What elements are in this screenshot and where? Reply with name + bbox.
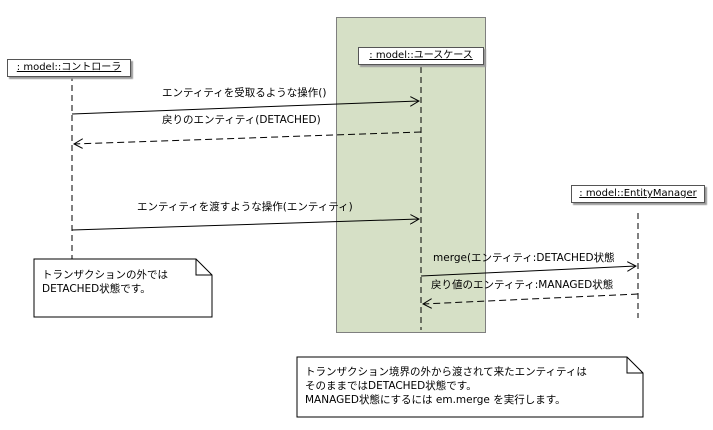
bottom-note-line-2: そのままではDETACHED状態です。 bbox=[305, 380, 477, 392]
controller-lifeline-head: : model::コントローラ bbox=[7, 59, 131, 77]
bottom-note-line-1: トランザクション境界の外から渡されて来たエンティティは bbox=[305, 366, 587, 378]
bottom-note: トランザクション境界の外から渡されて来たエンティティは そのままではDETACH… bbox=[297, 359, 595, 413]
usecase-lane bbox=[336, 17, 486, 333]
usecase-lifeline-label: : model::ユースケース bbox=[369, 50, 473, 61]
left-note-shape bbox=[33, 258, 213, 318]
left-note: トランザクションの外では DETACHED状態です。 bbox=[34, 262, 176, 302]
message-2-label: 戻りのエンティティ(DETACHED) bbox=[162, 114, 321, 126]
entity-manager-lifeline-head: : model::EntityManager bbox=[571, 185, 705, 203]
left-note-line-2: DETACHED状態です。 bbox=[42, 283, 151, 295]
bottom-note-line-3: MANAGED状態にするには em.merge を実行します。 bbox=[305, 394, 566, 406]
entity-manager-lifeline-label: : model::EntityManager bbox=[579, 188, 697, 199]
left-note-line-1: トランザクションの外では bbox=[42, 269, 168, 281]
usecase-lifeline-head: : model::ユースケース bbox=[358, 47, 484, 65]
controller-lifeline-label: : model::コントローラ bbox=[16, 62, 122, 73]
message-2-arrow bbox=[74, 131, 422, 144]
message-5-label: 戻り値のエンティティ:MANAGED状態 bbox=[431, 279, 614, 291]
message-4-label: merge(エンティティ:DETACHED状態 bbox=[433, 252, 615, 264]
message-3-arrow bbox=[71, 219, 419, 231]
bottom-note-shape bbox=[296, 356, 644, 418]
message-1-arrow bbox=[71, 101, 419, 115]
message-1-label: エンティティを受取るような操作() bbox=[162, 87, 327, 99]
message-3-label: エンティティを渡すような操作(エンティティ) bbox=[137, 201, 353, 213]
message-5-arrow bbox=[423, 293, 639, 304]
message-4-arrow bbox=[420, 266, 636, 277]
